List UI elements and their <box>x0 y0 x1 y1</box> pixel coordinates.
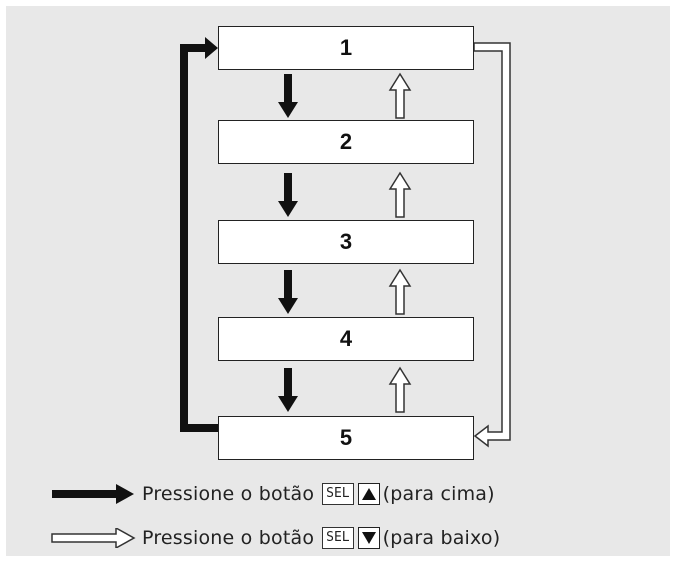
solid-down-arrow-4-5 <box>278 368 298 412</box>
legend-row-up: Pressione o botão SEL (para cima) <box>50 477 495 511</box>
solid-down-arrow-2-3 <box>278 173 298 217</box>
step-box-1: 1 <box>218 26 474 70</box>
legend-down-direction: (para baixo) <box>382 527 501 549</box>
outline-up-arrow-3-2 <box>388 171 412 218</box>
legend-up-direction: (para cima) <box>382 483 495 505</box>
outline-up-arrow-5-4 <box>388 366 412 413</box>
solid-down-arrows <box>278 74 298 412</box>
solid-down-arrow-1-2 <box>278 74 298 118</box>
sel-key-label: SEL <box>322 527 354 549</box>
step-label-2: 2 <box>339 129 353 154</box>
outline-loop-arrow-1-to-5 <box>473 42 511 448</box>
sel-key-label: SEL <box>322 483 354 505</box>
outline-up-arrows <box>388 72 412 413</box>
step-label-1: 1 <box>339 35 353 60</box>
step-box-4: 4 <box>218 317 474 361</box>
down-triangle-icon <box>357 527 380 549</box>
legend-row-down: Pressione o botão SEL (para baixo) <box>50 521 500 555</box>
outline-arrow-icon <box>51 528 136 548</box>
step-box-5: 5 <box>218 416 474 460</box>
legend-up-text: Pressione o botão <box>142 483 315 505</box>
step-box-3: 3 <box>218 220 474 264</box>
step-label-4: 4 <box>339 326 353 351</box>
outline-up-arrow-2-1 <box>388 72 412 119</box>
step-box-2: 2 <box>218 120 474 164</box>
outline-up-arrow-4-3 <box>388 268 412 315</box>
up-triangle-icon <box>357 483 380 505</box>
step-label-3: 3 <box>339 229 353 254</box>
diagram-panel <box>6 6 670 556</box>
solid-arrow-icon <box>52 484 134 504</box>
solid-loop-arrow-5-to-1 <box>180 37 218 432</box>
step-label-5: 5 <box>339 425 353 450</box>
solid-down-arrow-3-4 <box>278 270 298 314</box>
legend-down-text: Pressione o botão <box>142 527 315 549</box>
